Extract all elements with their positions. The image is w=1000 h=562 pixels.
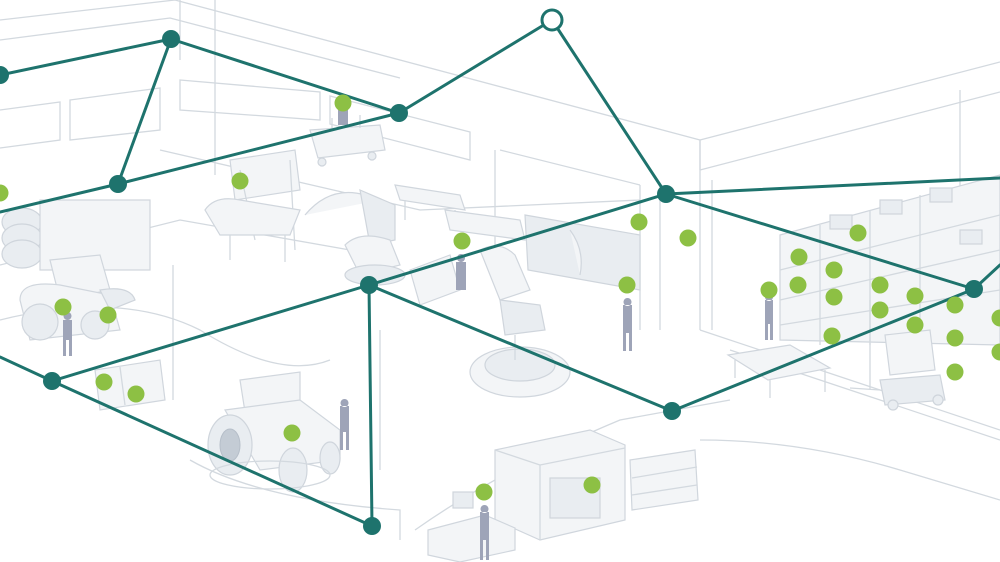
worker-person xyxy=(63,312,72,356)
network-link xyxy=(116,37,173,186)
sensor-dot xyxy=(946,296,964,314)
network-edges xyxy=(0,18,1000,528)
sensor-dot xyxy=(906,316,924,334)
sensor-dot xyxy=(946,363,964,381)
sensor-dot xyxy=(823,327,841,345)
robot-arm-1 xyxy=(304,189,406,286)
network-link xyxy=(367,283,374,528)
sensor-dot xyxy=(0,184,9,202)
network-hub-node xyxy=(657,185,675,203)
sensor-dot xyxy=(991,309,1000,327)
network-hub-node xyxy=(363,517,381,535)
sensor-dot xyxy=(906,287,924,305)
network-link xyxy=(169,37,401,115)
sensor-dot xyxy=(618,276,636,294)
sensor-dot xyxy=(95,373,113,391)
network-hub-node xyxy=(390,104,408,122)
network-link xyxy=(550,18,668,196)
network-hub-node xyxy=(162,30,180,48)
network-link xyxy=(664,176,1000,196)
storage-racks xyxy=(779,174,1000,346)
worker-person xyxy=(480,505,489,560)
sensor-dot xyxy=(790,248,808,266)
conveyor-station xyxy=(524,214,641,291)
sensor-dot xyxy=(453,232,471,250)
sensor-dot xyxy=(760,281,778,299)
network-link xyxy=(670,287,976,413)
gateway-node xyxy=(540,8,564,32)
network-nodes xyxy=(0,8,983,535)
sensor-dot xyxy=(679,229,697,247)
sensor-dot xyxy=(99,306,117,324)
press-machine xyxy=(204,149,301,262)
control-desk xyxy=(427,491,516,562)
worker-person xyxy=(765,293,774,340)
network-hub-node xyxy=(965,280,983,298)
sensor-dot xyxy=(583,476,601,494)
network-hub-node xyxy=(0,66,9,84)
forklift xyxy=(849,300,946,411)
worker-person xyxy=(623,298,632,351)
sensor-dot xyxy=(334,94,352,112)
sensor-dot xyxy=(54,298,72,316)
sensor-dot xyxy=(231,172,249,190)
network-link xyxy=(367,283,674,413)
network-link xyxy=(664,192,976,291)
network-link xyxy=(0,182,120,214)
worker-person xyxy=(456,254,466,290)
workers xyxy=(63,254,774,560)
sensor-dots xyxy=(0,94,1000,501)
parts-cart xyxy=(309,105,386,167)
network-link xyxy=(0,37,173,77)
sensor-dot xyxy=(849,224,867,242)
network-link xyxy=(0,355,54,383)
network-link xyxy=(116,111,401,186)
sensor-dot xyxy=(283,424,301,442)
sensor-dot xyxy=(630,213,648,231)
sensor-dot xyxy=(871,276,889,294)
sensor-dot xyxy=(127,385,145,403)
sensor-dot xyxy=(991,343,1000,361)
network-hub-node xyxy=(43,372,61,390)
sensor-dot xyxy=(789,276,807,294)
sensor-dot xyxy=(946,329,964,347)
tractor xyxy=(207,371,341,493)
sensor-dot xyxy=(871,301,889,319)
sensor-dot xyxy=(475,483,493,501)
network-link xyxy=(367,192,668,287)
worker-person xyxy=(340,399,349,450)
network-hub-node xyxy=(360,276,378,294)
network-hub-node xyxy=(663,402,681,420)
network-hub-node xyxy=(109,175,127,193)
assembly-table xyxy=(726,344,832,398)
harvester-machine xyxy=(19,254,136,341)
network-link xyxy=(50,379,374,528)
sensor-dot xyxy=(825,288,843,306)
workbench-2 xyxy=(444,209,526,241)
network-link xyxy=(397,18,554,115)
network-link xyxy=(50,283,371,383)
material-boxes xyxy=(94,359,166,411)
sensor-dot xyxy=(825,261,843,279)
